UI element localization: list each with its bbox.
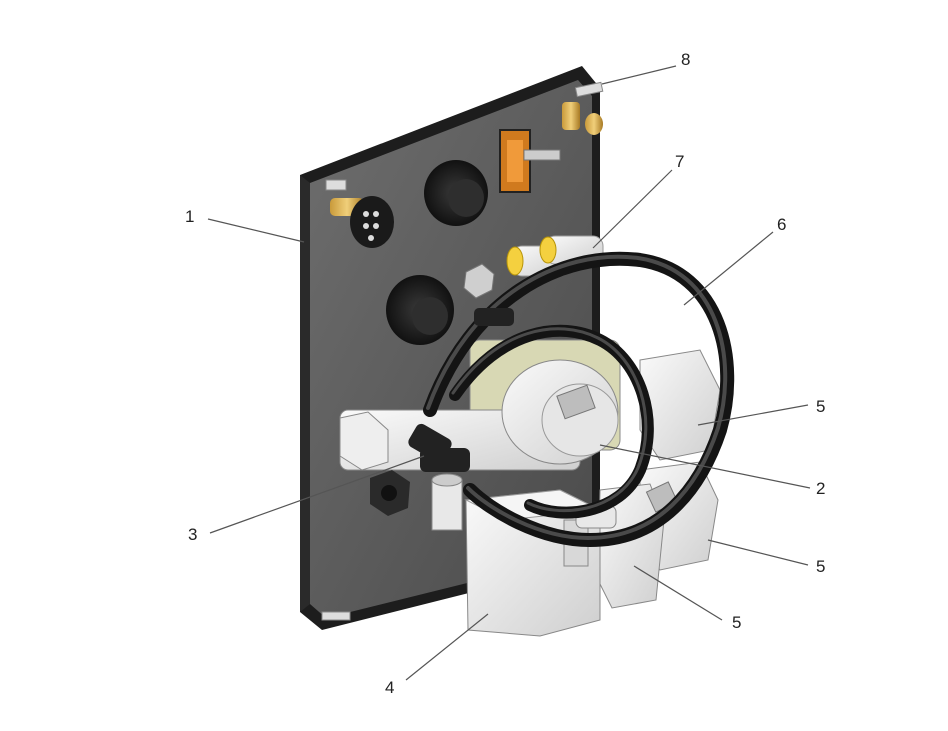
- leader-5b: [707, 539, 809, 566]
- hex-fitting: [370, 470, 463, 531]
- connector-window: [499, 129, 561, 193]
- leader-4: [405, 613, 489, 681]
- leader-5c: [633, 565, 723, 621]
- leader-3: [209, 455, 425, 534]
- leader-7: [592, 169, 673, 249]
- callout-4: 4: [385, 678, 394, 697]
- grommet: [386, 160, 488, 345]
- leader-5a: [697, 404, 809, 426]
- callout-3: 3: [188, 525, 197, 544]
- callout-6: 6: [777, 215, 786, 234]
- leader-6: [683, 231, 774, 306]
- leader-8: [601, 65, 677, 85]
- callout-2: 2: [816, 479, 825, 498]
- valve-block: [339, 339, 621, 471]
- leader-1: [207, 218, 305, 243]
- callout-5c: 5: [732, 613, 741, 632]
- callout-5a: 5: [816, 397, 825, 416]
- leader-lines: [207, 65, 811, 681]
- callout-7: 7: [675, 152, 684, 171]
- callout-labels: 1 2 3 4 5 5 5 6 7 8: [185, 50, 825, 697]
- leader-2: [599, 444, 811, 489]
- hose-fitting: [408, 308, 514, 472]
- callout-1: 1: [185, 207, 194, 226]
- pin-connector: [350, 196, 394, 248]
- callout-5b: 5: [816, 557, 825, 576]
- hex-nut: [463, 263, 495, 299]
- hose: [423, 251, 735, 548]
- callout-8: 8: [681, 50, 690, 69]
